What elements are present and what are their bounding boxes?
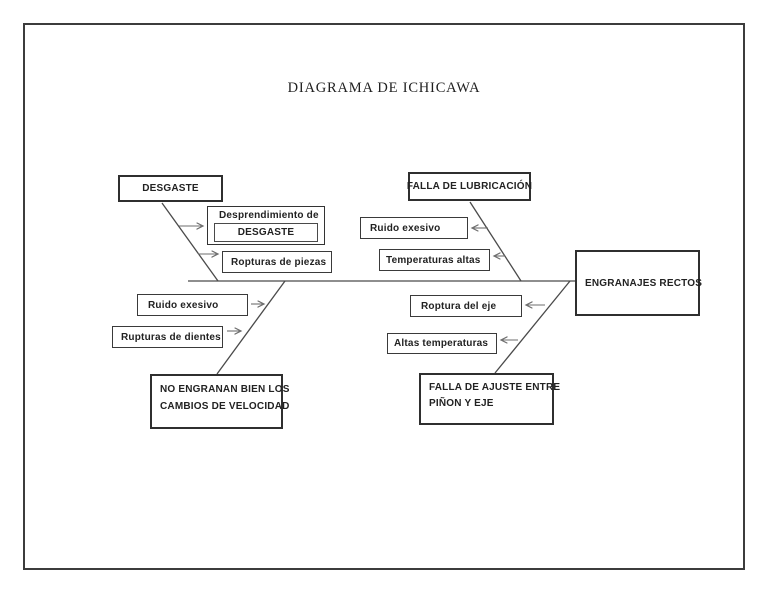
cause-box-rupturas-dientes: Rupturas de dientes <box>112 326 223 348</box>
cause-label: Ruido exesivo <box>370 222 441 234</box>
category-label: DESGASTE <box>142 183 199 194</box>
cause-box-roptura-eje: Roptura del eje <box>410 295 522 317</box>
category-label-line1: FALLA DE AJUSTE ENTRE <box>429 382 561 393</box>
diagram-title: DIAGRAMA DE ICHICAWA <box>287 80 481 96</box>
branch-desgaste-line <box>161 202 219 282</box>
category-label-line2: CAMBIOS DE VELOCIDAD <box>160 401 290 412</box>
cause-box-altas-temperaturas: Altas temperaturas <box>387 333 497 354</box>
cause-box-desprendimiento: Desprendimiento de DESGASTE <box>207 206 325 245</box>
cause-sub-label: DESGASTE <box>237 227 295 238</box>
cause-box-temperaturas-altas: Temperaturas altas <box>379 249 490 271</box>
cause-label: Altas temperaturas <box>394 338 489 349</box>
category-label-line1: NO ENGRANAN BIEN LOS <box>160 384 290 395</box>
cause-label: Ropturas de piezas <box>231 256 327 268</box>
branch-falla-ajuste-line <box>494 280 571 374</box>
cause-label: Rupturas de dientes <box>121 331 221 343</box>
effect-label: ENGRANAJES RECTOS <box>585 277 703 289</box>
cause-sub-box: DESGASTE <box>214 223 318 242</box>
branch-no-engranan-line <box>216 280 286 375</box>
cause-label: Roptura del eje <box>421 300 497 312</box>
cause-box-ruido-exesivo-bottom: Ruido exesivo <box>137 294 248 316</box>
cause-box-ropturas-piezas: Ropturas de piezas <box>222 251 332 273</box>
effect-box-engranajes-rectos: ENGRANAJES RECTOS <box>575 250 703 316</box>
category-box-desgaste: DESGASTE <box>118 175 223 202</box>
cause-label: Temperaturas altas <box>386 254 481 266</box>
category-box-falla-ajuste: FALLA DE AJUSTE ENTRE PIÑON Y EJE <box>419 373 560 425</box>
category-label-line2: PIÑON Y EJE <box>429 398 494 409</box>
category-label: FALLA DE LUBRICACIÓN <box>406 181 533 192</box>
cause-box-ruido-exesivo-top: Ruido exesivo <box>360 217 468 239</box>
cause-label: Ruido exesivo <box>148 299 219 311</box>
cause-label: Desprendimiento de <box>219 210 319 221</box>
category-box-falla-lubricacion: FALLA DE LUBRICACIÓN <box>406 172 533 201</box>
branch-lubricacion-line <box>469 201 522 282</box>
category-box-no-engranan: NO ENGRANAN BIEN LOS CAMBIOS DE VELOCIDA… <box>150 374 289 429</box>
